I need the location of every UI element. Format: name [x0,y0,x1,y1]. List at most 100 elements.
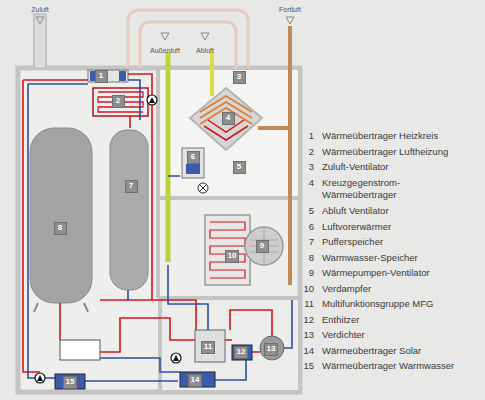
legend-text: Enthitzer [322,314,360,325]
callout-number: 3 [233,71,246,84]
legend-number: 15 [303,360,314,371]
callout-text: 15 [66,378,75,386]
callout-number: 6 [187,151,200,164]
legend-text: Wärmeübertrager Luftheizung [322,146,448,157]
exhaust-air-flow [210,52,214,96]
exchanger-port [119,71,126,81]
unit-casing [18,68,300,392]
valve-symbol [198,183,208,193]
legend-number: 10 [303,283,314,294]
callout-text: 14 [191,376,200,384]
pump-symbol [173,355,179,361]
pump-symbol [171,353,181,363]
airflow-label: Fortluft [279,6,301,14]
legend-number: 13 [303,329,314,340]
callout-number: 15 [63,376,77,389]
outdoor-air-flow [166,52,171,262]
callout-text: 13 [267,345,276,353]
solar-exchanger [180,372,215,387]
evaporator [205,215,250,285]
pump-symbol [35,373,45,383]
callout-number: 11 [201,341,215,354]
legend-text: Kreuzgegenstrom- Wärmeübertrager [322,177,412,203]
legend-number: 1 [309,130,314,141]
heat-pump-fan [245,227,283,265]
heating-coil [98,92,143,112]
callout-number: 5 [233,161,246,174]
airflow-label: Zuluft [31,6,49,14]
callout-text: 9 [260,242,264,250]
tank-legs [34,303,88,312]
pump-symbol [147,95,157,105]
callout-number: 12 [234,346,248,359]
compressor [260,336,284,360]
legend-number: 5 [309,205,314,216]
legend-number: 14 [303,345,314,356]
callout-number: 2 [112,95,125,108]
airflow-label: Abluft [196,47,214,55]
flow-arrow [161,33,169,40]
air-duct [140,22,236,68]
legend-number: 8 [309,252,314,263]
callout-number: 10 [225,250,239,263]
legend-text: Warmwasser-Speicher [322,252,418,263]
airflow-label: Außenluft [150,47,180,55]
callout-number: 13 [264,343,278,356]
desuperheater [232,345,252,360]
callout-text: 4 [226,114,230,122]
heating-exchanger [88,70,128,82]
legend-text: Wärmeübertrager Heizkreis [322,130,438,141]
hot-water-exchanger [55,374,85,389]
callout-text: 5 [237,163,241,171]
legend-text: Wärmeübertrager Warmwasser [322,360,454,371]
legend-text: Luftvorerwärmer [322,221,391,232]
cross-exchanger [190,88,262,150]
legend-number: 11 [304,298,314,309]
legend-text: Verdampfer [322,283,371,294]
air-preheater [182,148,204,178]
legend-text: Wärmepumpen-Ventilator [322,267,430,278]
preheater-coil [186,164,200,174]
legend-text: Abluft Ventilator [322,205,389,216]
exchanger-plate [60,340,100,360]
buffer-tank [110,130,148,290]
callout-number: 4 [222,112,235,125]
flow-arrow [201,33,209,40]
legend-number: 7 [309,236,314,247]
evaporator-coil [210,222,245,278]
callout-number: 14 [188,374,202,387]
callout-text: 2 [116,97,120,105]
supply-air-duct [34,14,46,68]
legend-number: 9 [309,267,314,278]
air-compartment [158,68,300,198]
legend-text: Wärmeübertrager Solar [322,345,421,356]
callout-text: 1 [99,72,103,80]
flow-arrow [286,17,294,24]
hot-water-tank [30,128,92,303]
callout-text: 6 [191,153,195,161]
callout-number: 7 [125,180,138,193]
legend-number: 2 [309,146,314,157]
flow-arrow [36,17,44,24]
legend-number: 4 [309,177,314,188]
callout-text: 8 [58,224,62,232]
exchanger-plates [200,96,252,124]
callout-text: 3 [237,73,241,81]
fan-grille [250,228,278,264]
air-duct [128,10,248,68]
return-pipe [28,80,292,381]
callout-number: 1 [95,70,108,83]
callout-number: 8 [54,222,67,235]
pump-symbol [37,375,43,381]
legend-number: 6 [309,221,314,232]
legend-text: Verdichter [322,329,365,340]
callout-number: 9 [256,240,269,253]
legend-number: 12 [303,314,314,325]
flow-pipe [23,74,272,372]
pump-symbol [149,97,155,103]
multifunction-group [195,330,225,362]
callout-text: 12 [237,348,246,356]
callout-text: 10 [228,252,237,260]
